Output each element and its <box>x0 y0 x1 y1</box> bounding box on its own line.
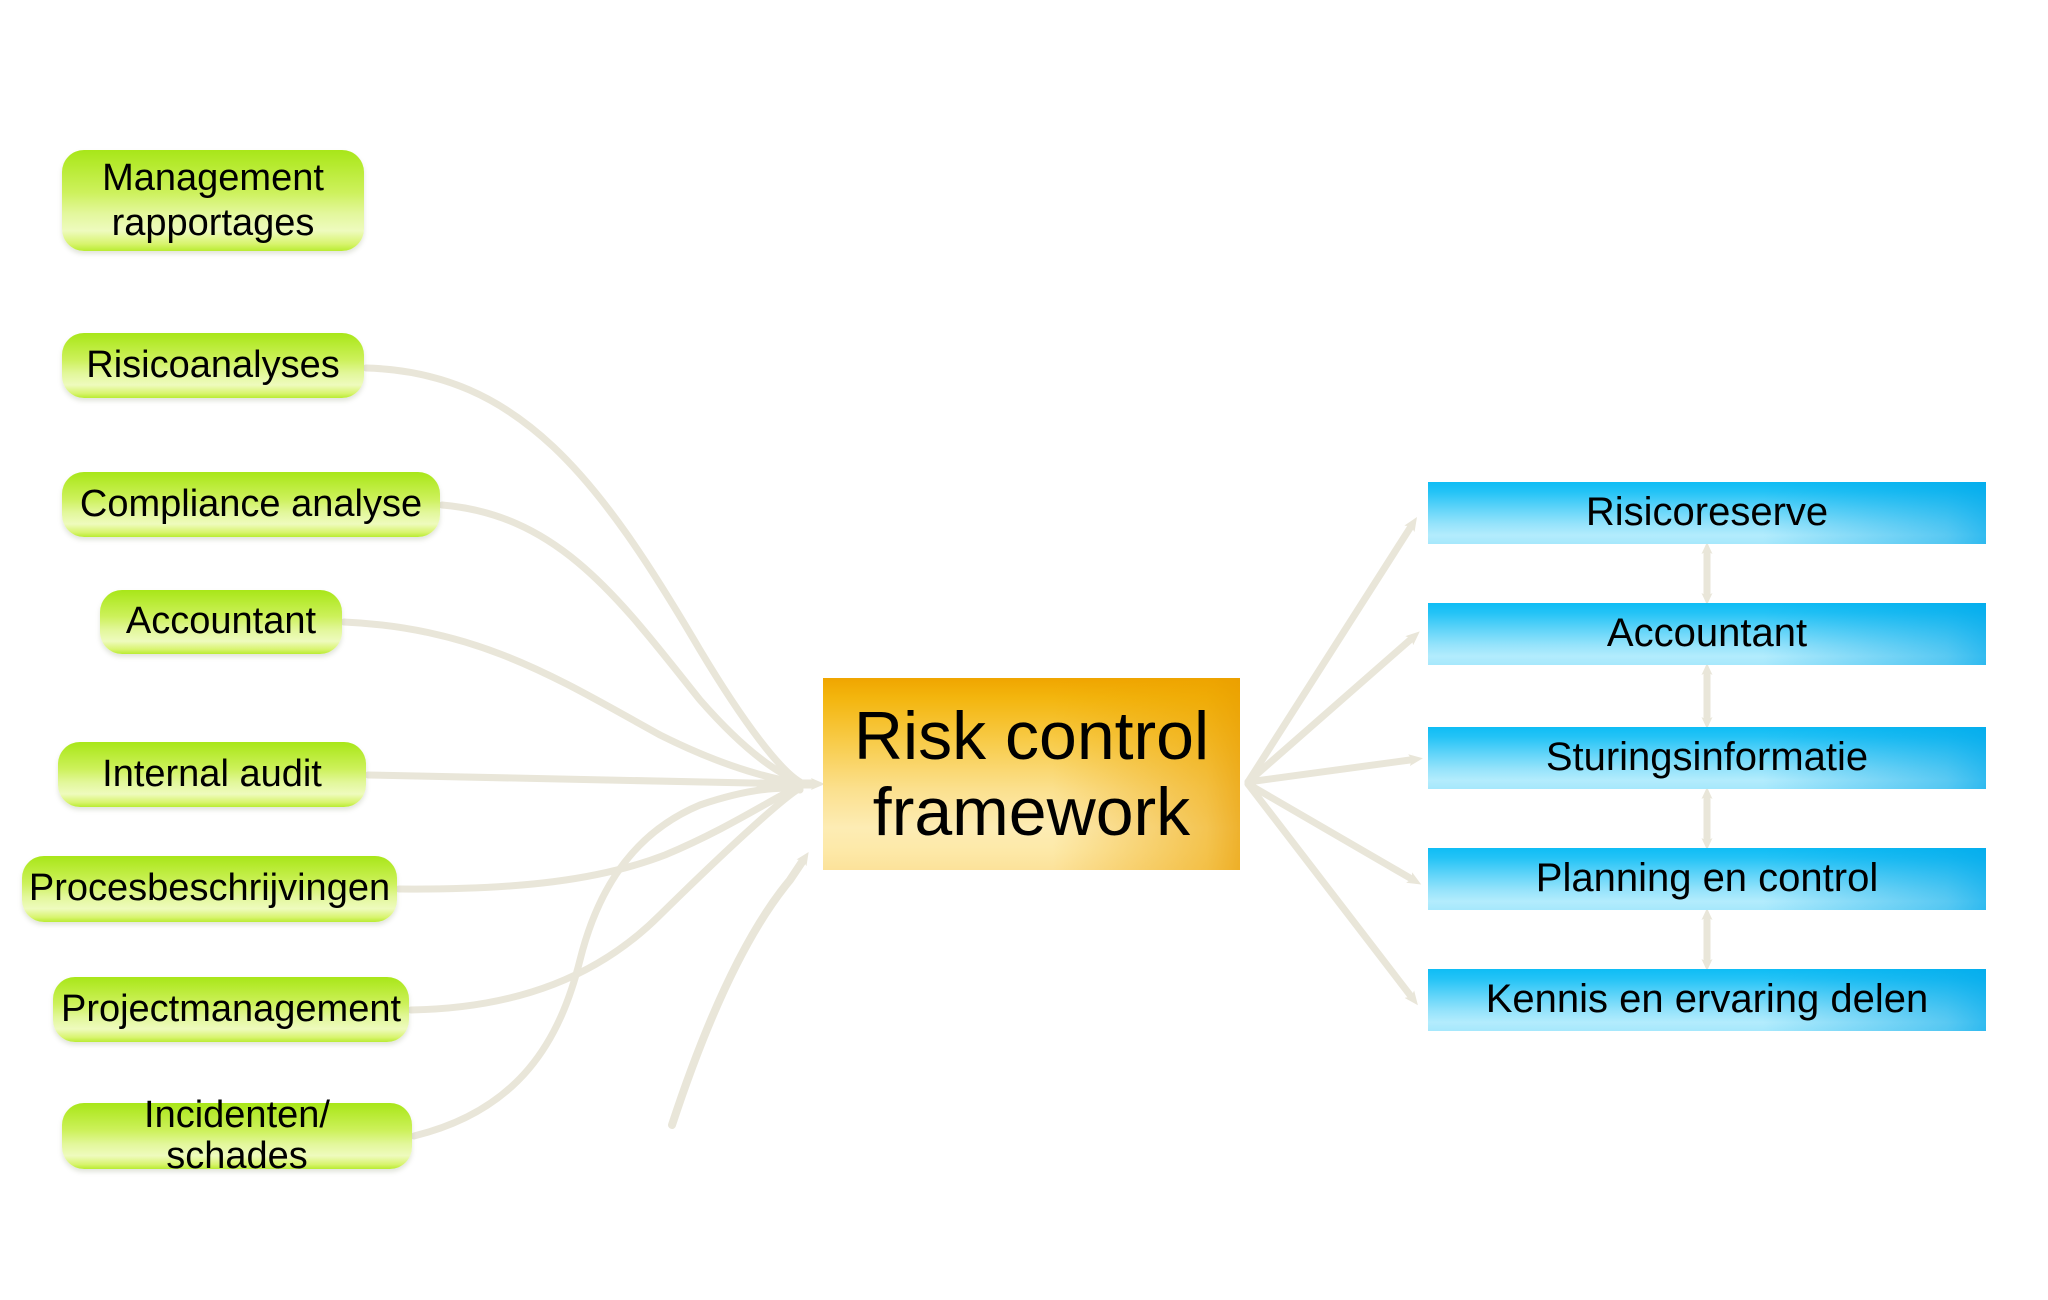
connector-compliance-analyse <box>438 501 804 786</box>
connector-out-risicoreserve <box>1244 517 1417 786</box>
connector-out-sturingsinformatie <box>1244 754 1423 786</box>
output-node-planning-en-control[interactable]: Planning en control <box>1428 848 1986 910</box>
connector-risicoanalyses <box>362 364 804 786</box>
input-node-incidenten-schades[interactable]: Incidenten/ schades <box>62 1094 412 1177</box>
connector-procesbeschrijvingen <box>395 782 804 893</box>
input-label-procesbeschrijvingen: Procesbeschrijvingen <box>28 867 391 910</box>
connector-bottom-into-center <box>668 852 809 1129</box>
connector-incidenten-schades <box>410 784 804 1140</box>
connector-projectmanagement <box>407 784 804 1014</box>
input-node-compliance-analyse[interactable]: Compliance analyse <box>62 472 440 537</box>
output-label-risicoreserve: Risicoreserve <box>1585 490 1829 535</box>
input-node-procesbeschrijvingen[interactable]: Procesbeschrijvingen <box>22 856 397 922</box>
connector-out-kennis-en-ervaring-delen <box>1244 780 1418 1006</box>
input-node-risicoanalyses[interactable]: Risicoanalyses <box>62 333 364 398</box>
connector-out-planning-en-control <box>1244 780 1422 885</box>
output-node-sturingsinformatie[interactable]: Sturingsinformatie <box>1428 727 1986 789</box>
input-label-accountant: Accountant <box>125 600 317 643</box>
output-label-kennis-en-ervaring-delen: Kennis en ervaring delen <box>1485 977 1929 1022</box>
output-node-kennis-en-ervaring-delen[interactable]: Kennis en ervaring delen <box>1428 969 1986 1031</box>
output-label-planning-en-control: Planning en control <box>1535 856 1879 901</box>
input-label-risicoanalyses: Risicoanalyses <box>86 343 340 386</box>
input-label-management-rapportages: Management rapportages <box>102 157 324 244</box>
input-label-incidenten-schades: Incidenten/ schades <box>144 1093 330 1177</box>
connector-out-accountant <box>1244 631 1420 786</box>
input-node-management-rapportages[interactable]: Management rapportages <box>62 150 364 251</box>
center-node-label: Risk control framework <box>853 697 1210 850</box>
output-node-accountant[interactable]: Accountant <box>1428 603 1986 665</box>
connector-internal-audit <box>364 771 804 788</box>
input-node-accountant[interactable]: Accountant <box>100 590 342 654</box>
output-label-accountant: Accountant <box>1606 611 1808 656</box>
connector-accountant-in <box>340 618 804 787</box>
input-label-projectmanagement: Projectmanagement <box>60 987 402 1030</box>
center-node-risk-control-framework[interactable]: Risk control framework <box>823 678 1240 870</box>
input-label-compliance-analyse: Compliance analyse <box>79 482 423 525</box>
output-label-sturingsinformatie: Sturingsinformatie <box>1545 735 1869 780</box>
input-node-projectmanagement[interactable]: Projectmanagement <box>53 977 409 1042</box>
output-node-risicoreserve[interactable]: Risicoreserve <box>1428 482 1986 544</box>
input-node-internal-audit[interactable]: Internal audit <box>58 742 366 807</box>
input-label-internal-audit: Internal audit <box>102 752 322 795</box>
